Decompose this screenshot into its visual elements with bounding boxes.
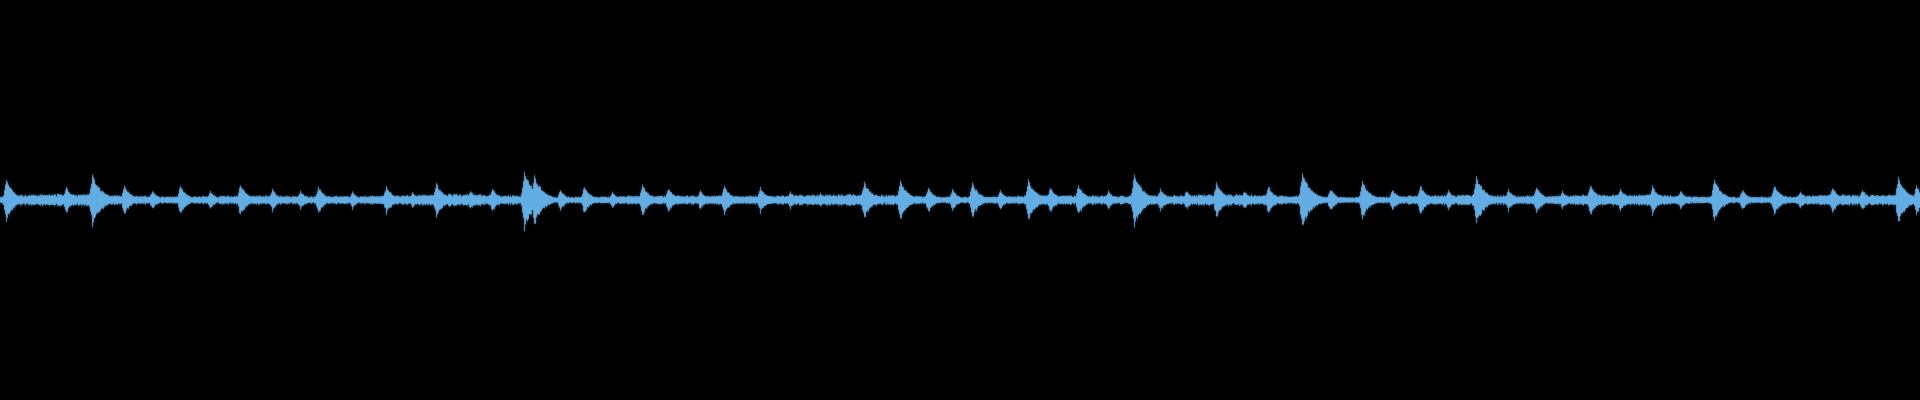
audio-waveform-canvas[interactable] (0, 0, 1920, 400)
waveform-viewer[interactable]: Audio Waveform (0, 0, 1920, 400)
